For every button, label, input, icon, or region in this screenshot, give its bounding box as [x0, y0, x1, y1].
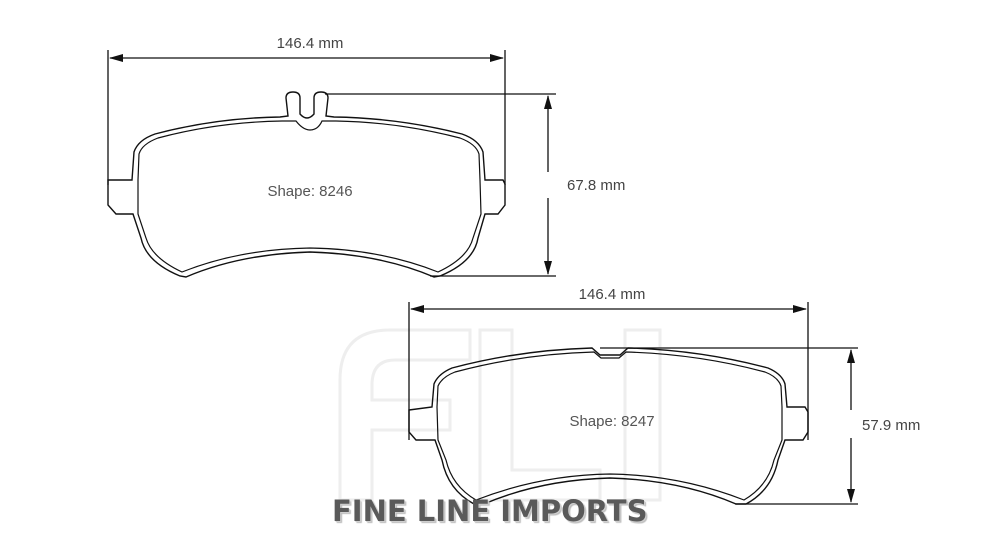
pad-8247: 146.4 mm 57.9 mm Shape: 8247 — [408, 286, 920, 505]
watermark-logo — [338, 328, 662, 502]
pad-8247-width-label: 146.4 mm — [579, 286, 646, 303]
pad-8247-height-label: 57.9 mm — [862, 417, 920, 434]
pad-8246-width-label: 146.4 mm — [277, 35, 344, 52]
pad-8246-shape-label: Shape: 8246 — [267, 183, 352, 200]
pad-8246-height-label: 67.8 mm — [567, 177, 625, 194]
pad-8247-shape-label: Shape: 8247 — [569, 413, 654, 430]
pad-8246: 146.4 mm 67.8 mm Shape: 8246 — [107, 35, 625, 278]
company-logo: FINE LINE IMPORTS — [332, 494, 648, 528]
